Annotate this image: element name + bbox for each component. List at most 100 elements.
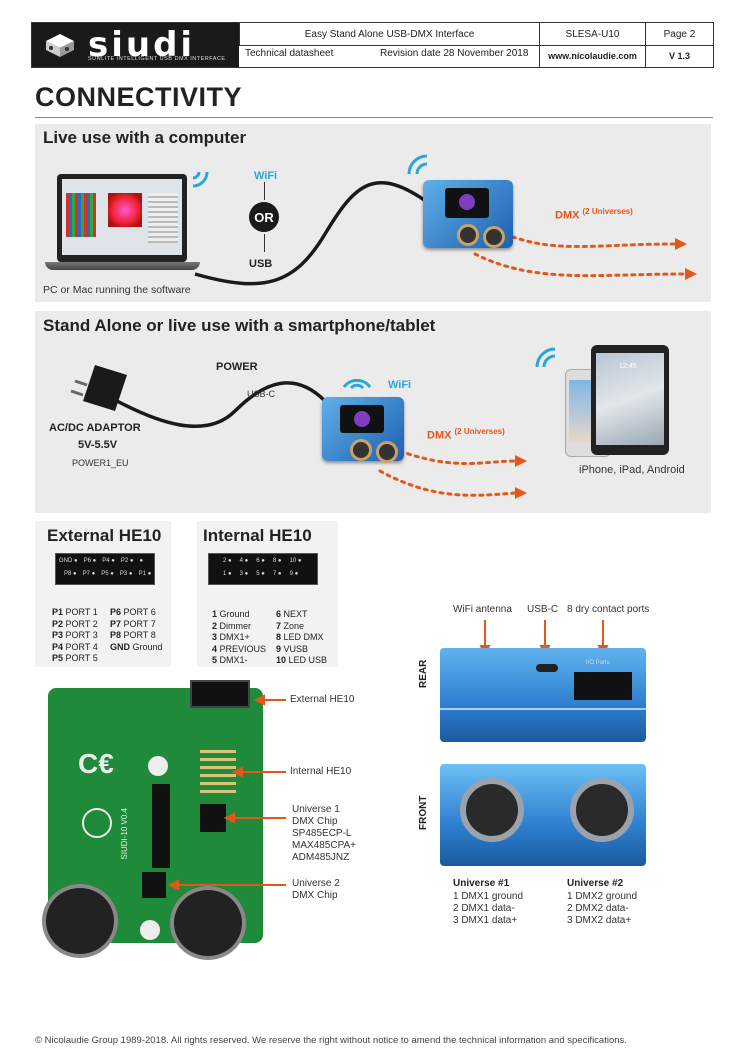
connector-pin: P6 ● [83, 558, 97, 564]
label-front: FRONT [418, 795, 429, 830]
revision-date: Revision date 28 November 2018 [380, 48, 529, 59]
connector-pin: 2 ● [223, 558, 232, 564]
dry-contact-port [574, 672, 632, 700]
xlr-socket [170, 886, 246, 960]
siudi-device [423, 180, 513, 248]
arrow-up [264, 182, 265, 200]
adaptor-label: AC/DC ADAPTOR [49, 422, 141, 434]
xlr-connector [350, 439, 372, 461]
label-wifi-antenna: WiFi antenna [453, 604, 512, 615]
circuit-board-image: C€ SIUDI-10 V0.4 [42, 680, 263, 960]
siudi-logo: siudi SUNLITE INTELLIGENT USB DMX INTERF… [32, 23, 239, 67]
power-cable [70, 365, 527, 499]
panel-standalone-title: Stand Alone or live use with a smartphon… [43, 316, 436, 335]
xlr-universe1 [460, 778, 524, 842]
wifi-label: WiFi [254, 170, 278, 182]
connector-pin: ● [139, 558, 144, 564]
wifi-device-icon [407, 154, 428, 175]
pin-legend-item: P6 PORT 6 [110, 607, 156, 617]
tablet-clock: 12:45 [619, 363, 637, 370]
wifi-label: WiFi [388, 379, 412, 391]
connector-pin: 1 ● [223, 571, 232, 577]
title-rule [35, 117, 713, 118]
voltage-label: 5V-5.5V [78, 439, 118, 451]
connector-pin: P8 ● [64, 571, 77, 577]
header-strip [152, 784, 170, 868]
pin-legend-item: 8 LED DMX [276, 632, 324, 643]
arrow-down [264, 234, 265, 252]
laptop-screen [62, 179, 182, 255]
pin-legend-item: P8 PORT 8 [110, 630, 156, 641]
siudi-device [322, 397, 404, 463]
usbc-port [536, 664, 558, 672]
dmx-chip-2 [142, 872, 166, 898]
pin-legend-item: 3 DMX1+ [212, 632, 250, 643]
power-label: POWER [216, 361, 258, 373]
panel-standalone: Stand Alone or live use with a smartphon… [35, 311, 711, 513]
cube-logo-icon [46, 34, 74, 57]
internal-he10-title: Internal HE10 [203, 526, 312, 545]
wifi-device-icon [342, 378, 372, 390]
pin-legend-item: 2 Dimmer [212, 620, 252, 631]
pc-caption: PC or Mac running the software [43, 284, 191, 296]
pin-legend-item: P4 PORT 4 [52, 641, 98, 652]
universe2-title: Universe #2 [567, 878, 624, 889]
xlr-socket [42, 884, 118, 958]
connector-pin: 4 ● [239, 558, 249, 564]
pin-legend-item: P2 PORT 2 [52, 618, 98, 629]
connector-pin: 5 ● [256, 571, 265, 577]
laptop-base [45, 262, 200, 270]
pin-legend-item: P3 PORT 3 [52, 630, 98, 641]
connector-pin: P3 ● [119, 571, 133, 577]
connector-pin: P4 ● [102, 558, 115, 564]
connector-pin: 7 ● [272, 571, 282, 577]
laptop-image [57, 174, 187, 262]
connector-pin: 9 ● [289, 571, 299, 577]
panel-computer: Live use with a computer PC or Mac runni… [35, 124, 711, 302]
adaptor-model: POWER1_EU [72, 458, 129, 468]
ce-mark: C€ [78, 748, 114, 779]
dmx-label: DMX (2 Universes) [555, 207, 633, 222]
page-number: Page 2 [645, 23, 713, 45]
pin-legend-item: 6 NEXT [276, 609, 308, 619]
pin-legend-item: 9 VUSB [276, 643, 309, 654]
external-he10-box [35, 521, 171, 667]
io-port-label: I/O Ports [586, 660, 610, 666]
external-he10-connector: GND ●P6 ●P4 ●P2 ●● P8 ●P7 ●P5 ●P3 ●P1 ● [55, 553, 155, 585]
internal-he10-connector: 2 ●4 ●6 ●8 ●10 ● 1 ●3 ●5 ●7 ●9 ● [208, 553, 318, 585]
connector-pin: P2 ● [120, 558, 134, 564]
device-front-image [440, 764, 646, 866]
usb-cable [194, 181, 697, 286]
xlr-connector [376, 441, 398, 463]
xlr-connector [483, 226, 505, 248]
devices-caption: iPhone, iPad, Android [579, 464, 685, 476]
label-usbc: USB-C [527, 604, 559, 615]
doc-type: Technical datasheet [245, 48, 334, 59]
label-dry-contacts: 8 dry contact ports [567, 604, 650, 615]
version: V 1.3 [645, 45, 713, 67]
page-title: CONNECTIVITY [35, 82, 243, 112]
website: www.nicolaudie.com [539, 45, 645, 67]
connector-pin: GND ● [59, 558, 78, 564]
connector-pin: P1 ● [138, 571, 152, 577]
dmx-chip-1 [200, 804, 226, 832]
xlr-universe2 [570, 778, 634, 842]
connector-pin: 8 ● [272, 558, 282, 564]
wifi-signal-icon [192, 171, 209, 188]
pin-legend-item: P5 PORT 5 [52, 653, 98, 664]
dmx-label: DMX (2 Universes) [427, 427, 505, 442]
connector-pin: 6 ● [256, 558, 265, 564]
mounting-hole [148, 756, 168, 776]
connector-pin: P5 ● [101, 571, 114, 577]
pin-legend-item: 7 Zone [276, 620, 305, 631]
ul-mark [82, 808, 112, 838]
pin-legend-item: GND Ground [110, 641, 163, 652]
xlr-connector [457, 224, 479, 246]
